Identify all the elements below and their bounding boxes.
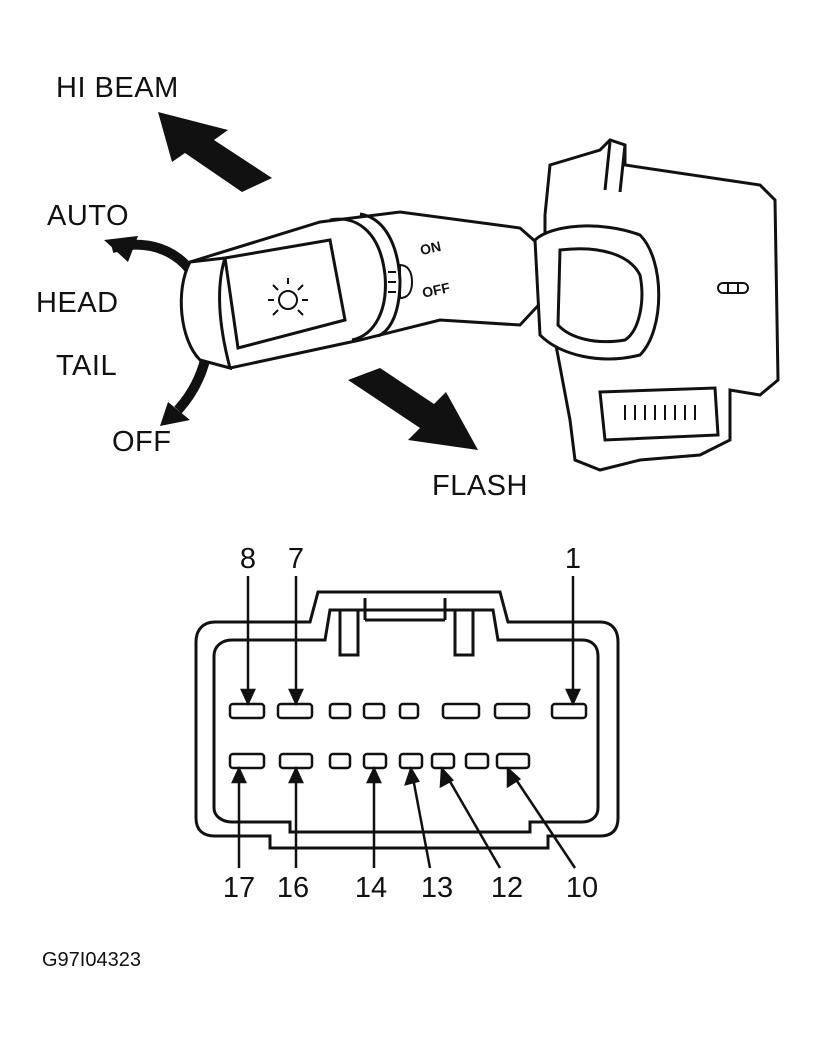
head-label: HEAD [36,287,119,319]
switch-housing [533,138,780,472]
pin-label-14: 14 [354,872,388,904]
fog-symbol [388,263,414,300]
pin-label-13: 13 [420,872,454,904]
pin-label-17: 17 [222,872,256,904]
pin-label-8: 8 [239,543,257,575]
flash-arrow [348,368,478,450]
pin-label-12: 12 [490,872,524,904]
pin-label-16: 16 [276,872,310,904]
pin-label-10: 10 [565,872,599,904]
housing-slot [717,282,749,294]
connector-outline [194,590,620,850]
auto-label: AUTO [47,200,130,232]
pin-label-7: 7 [287,543,305,575]
pin-pointer-arrows [231,576,581,869]
pin-label-1: 1 [564,543,582,575]
stalk-body [179,210,550,371]
headlight-symbol [268,278,308,316]
tail-label: TAIL [56,350,118,382]
connector-pin-slots [228,702,588,770]
figure-code: G97I04323 [42,949,141,971]
housing-terminals [624,405,696,420]
hi-beam-arrow [158,112,272,192]
off-label: OFF [112,426,172,458]
flash-label: FLASH [432,470,528,502]
hi-beam-label: HI BEAM [56,72,179,104]
